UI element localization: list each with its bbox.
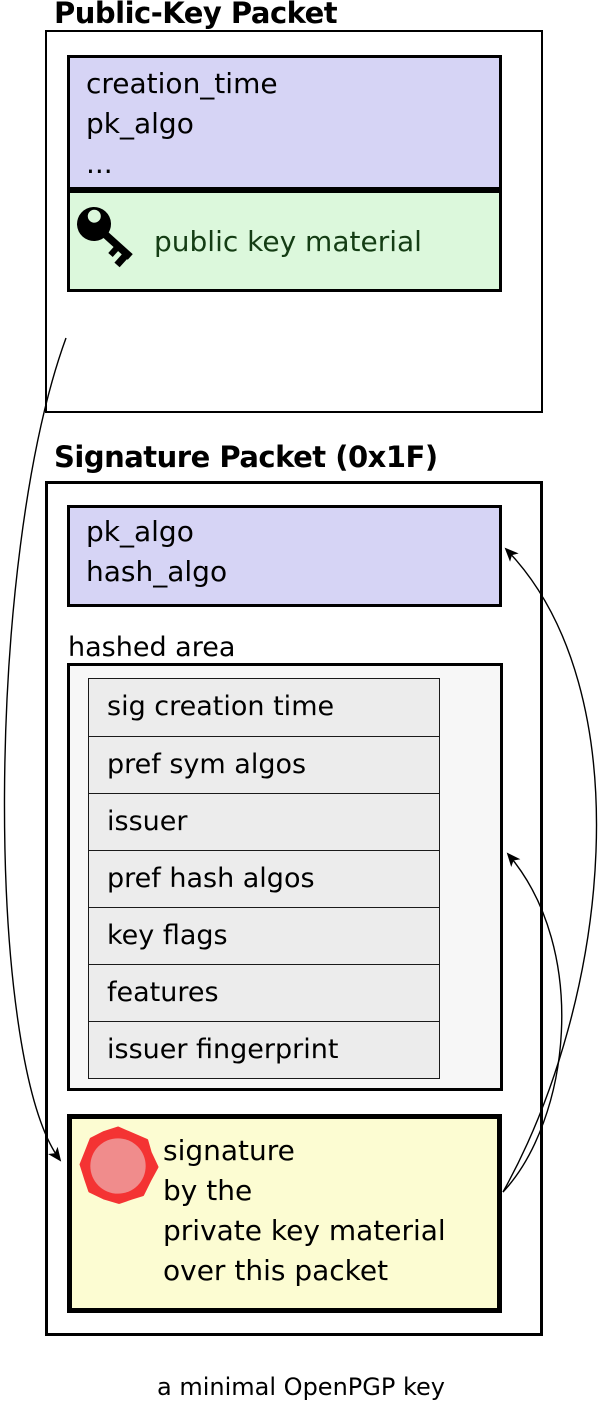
hashed-area-label: hashed area: [68, 632, 236, 663]
subpacket-pref-sym-algos: pref sym algos: [89, 736, 439, 793]
public-key-material-box: public key material: [67, 190, 502, 292]
signature-line: by the: [163, 1174, 253, 1207]
subpacket-table: sig creation time pref sym algos issuer …: [88, 678, 440, 1079]
key-icon: [77, 207, 133, 268]
public-key-fields-box: creation_time pk_algo ...: [67, 55, 502, 190]
subpacket-sig-creation-time: sig creation time: [107, 691, 335, 722]
signature-line: private key material: [163, 1214, 446, 1247]
signature-description: signature by the private key material ov…: [163, 1131, 446, 1291]
subpacket-issuer-fingerprint: issuer fingerprint: [89, 1021, 439, 1078]
subpacket-pref-hash-algos: pref hash algos: [89, 850, 439, 907]
signature-packet-title: Signature Packet (0x1F): [54, 440, 438, 474]
subpacket-features: features: [89, 964, 439, 1021]
field-pk-algo: pk_algo: [86, 515, 194, 548]
subpacket-issuer: issuer: [89, 793, 439, 850]
diagram-caption: a minimal OpenPGP key: [157, 1373, 445, 1401]
field-pk-algo: pk_algo: [86, 107, 194, 140]
public-key-packet-title: Public-Key Packet: [54, 0, 338, 30]
hashed-area-box: sig creation time pref sym algos issuer …: [67, 663, 503, 1091]
signature-line: signature: [163, 1134, 295, 1167]
signature-packet-box: pk_algo hash_algo hashed area sig creati…: [45, 481, 543, 1336]
public-key-material-label: public key material: [154, 224, 422, 258]
signature-algo-box: pk_algo hash_algo: [67, 505, 502, 607]
field-hash-algo: hash_algo: [86, 555, 228, 588]
seal-icon: [79, 1126, 159, 1204]
signature-line: over this packet: [163, 1254, 389, 1287]
field-ellipsis: ...: [86, 147, 113, 180]
subpacket-key-flags: key flags: [89, 907, 439, 964]
signature-value-box: signature by the private key material ov…: [67, 1114, 502, 1313]
field-creation-time: creation_time: [86, 67, 278, 100]
public-key-packet-box: creation_time pk_algo ... public key mat…: [45, 30, 543, 413]
